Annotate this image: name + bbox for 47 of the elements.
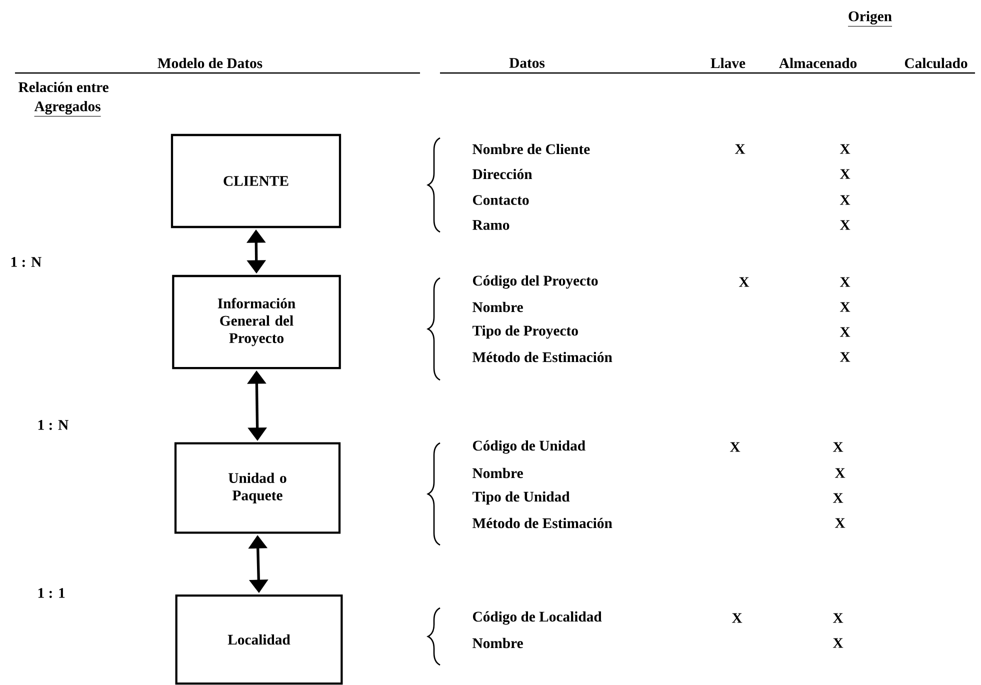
column-header: Almacenado (779, 58, 857, 68)
entity-box: Información General del Proyecto (172, 274, 341, 370)
cardinality-label: 1 : N (38, 420, 68, 430)
check-mark: X (840, 327, 850, 337)
check-mark: X (840, 302, 850, 312)
data-field-label: Nombre de Cliente (472, 144, 590, 154)
check-mark: X (840, 144, 850, 154)
check-mark: X (732, 613, 742, 623)
data-field-label: Método de Estimación (472, 518, 612, 528)
entity-box: CLIENTE (170, 134, 342, 228)
check-mark: X (840, 352, 850, 362)
data-field-label: Tipo de Proyecto (472, 325, 578, 339)
data-field-label: Método de Estimación (472, 352, 612, 362)
column-header: Llave (710, 58, 746, 68)
section-heading: Relación entre (18, 82, 108, 92)
data-field-label: Nombre (472, 638, 523, 648)
data-field-label: Dirección (472, 168, 532, 180)
column-header: Calculado (904, 58, 968, 68)
data-field-label: Código de Unidad (472, 440, 586, 454)
check-mark: X (840, 195, 850, 205)
column-header: Modelo de Datos (158, 58, 262, 68)
data-field-label: Código del Proyecto (472, 275, 598, 289)
check-mark: X (835, 468, 846, 478)
check-mark: X (730, 442, 740, 452)
check-mark: X (840, 277, 850, 287)
data-field-label: Tipo de Unidad (472, 491, 570, 505)
column-header: Origen (848, 10, 892, 26)
check-mark: X (833, 493, 844, 503)
column-header: Datos (509, 58, 545, 68)
check-mark: X (840, 220, 850, 230)
check-mark: X (835, 518, 846, 528)
data-field-label: Contacto (472, 195, 529, 205)
data-field-label: Código de Localidad (472, 611, 602, 625)
entity-box: Localidad (175, 594, 343, 685)
data-field-label: Ramo (472, 220, 510, 230)
cardinality-label: 1 : N (11, 257, 42, 267)
data-field-label: Nombre (472, 468, 523, 478)
check-mark: X (738, 277, 750, 287)
data-field-label: Nombre (472, 302, 523, 312)
cardinality-label: 1 : 1 (38, 588, 65, 598)
check-mark: X (833, 638, 844, 648)
check-mark: X (833, 613, 844, 623)
check-mark: X (840, 169, 850, 179)
entity-box: Unidad o Paquete (174, 442, 341, 534)
check-mark: X (734, 144, 746, 154)
section-heading: Agregados (34, 100, 102, 116)
check-mark: X (833, 442, 844, 452)
